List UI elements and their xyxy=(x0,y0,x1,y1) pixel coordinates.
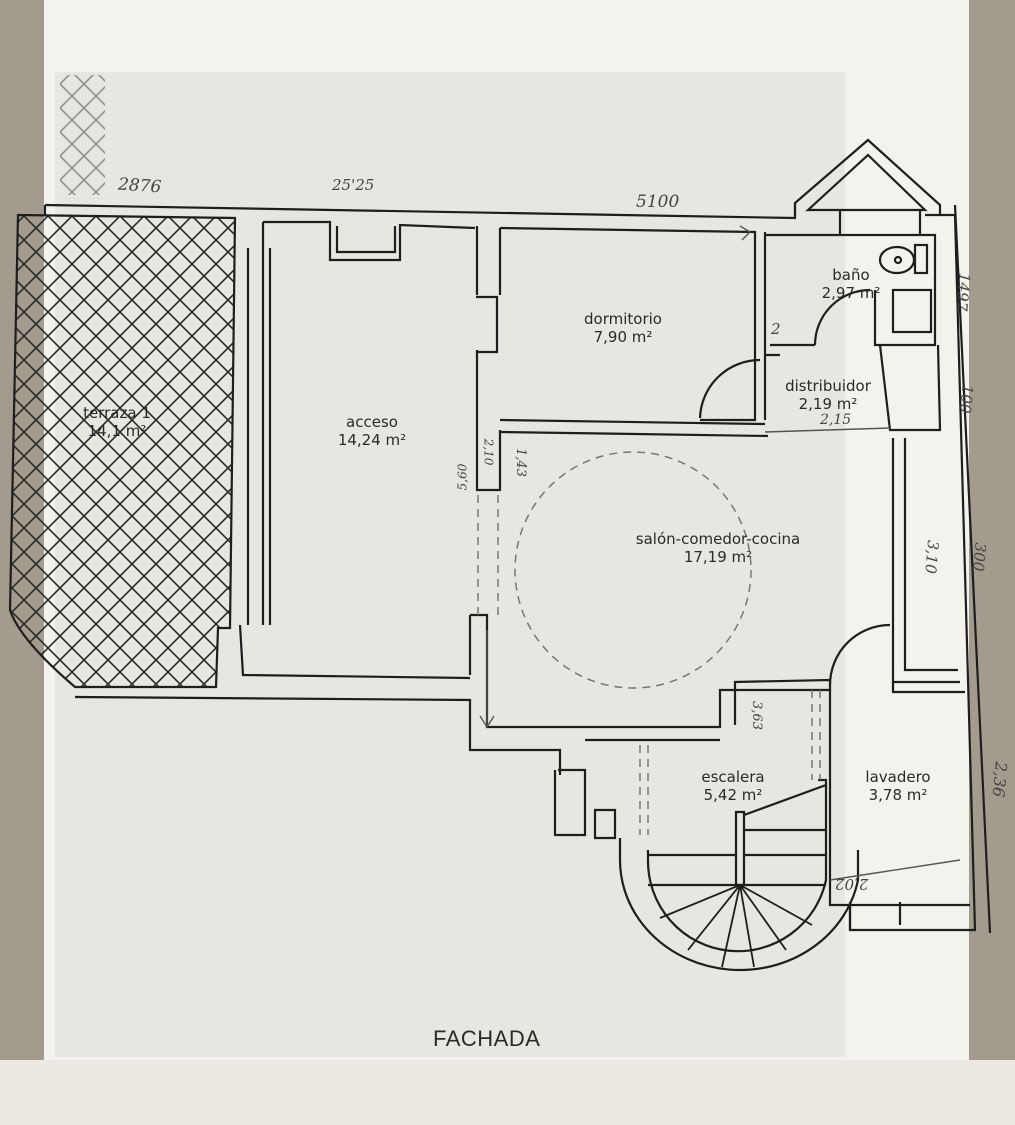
room-area: 14,1 m² xyxy=(87,422,147,440)
room-area: 7,90 m² xyxy=(593,328,653,346)
dimension-note: 2 xyxy=(771,320,781,338)
room-dormitorio: dormitorio 7,90 m² xyxy=(584,310,662,346)
room-name: baño xyxy=(832,266,870,284)
room-area: 14,24 m² xyxy=(337,431,407,449)
room-area: 5,42 m² xyxy=(703,786,763,804)
dimension-note: 1497 xyxy=(952,272,974,312)
dimension-note: 5100 xyxy=(636,192,680,212)
dimension-note: 25'25 xyxy=(332,176,375,194)
dimension-note: 2876 xyxy=(117,174,162,198)
dimension-note: 2,02 xyxy=(835,875,869,893)
room-acceso: acceso 14,24 m² xyxy=(338,413,406,449)
room-area: 2,97 m² xyxy=(821,284,881,302)
room-escalera: escalera 5,42 m² xyxy=(701,768,764,804)
dimension-note: 2,36 xyxy=(988,760,1011,799)
room-name: lavadero xyxy=(865,768,931,786)
dimension-note: 3,63 xyxy=(748,701,764,730)
dimension-note: 2,10 xyxy=(481,438,496,466)
room-name: distribuidor xyxy=(785,377,871,395)
dimension-note: 3,10 xyxy=(921,539,943,575)
room-lavadero: lavadero 3,78 m² xyxy=(865,768,930,804)
dimension-note: 300 xyxy=(969,541,990,573)
room-terraza: terraza 1 14,1 m² xyxy=(83,404,151,440)
room-salon-comedor-cocina: salón-comedor-cocina 17,19 m² xyxy=(636,530,800,566)
dimension-note: 100 xyxy=(956,383,977,415)
room-name: salón-comedor-cocina xyxy=(635,530,801,548)
dimension-note: 5,60 xyxy=(455,463,470,491)
facade-label: FACHADA xyxy=(433,1026,541,1051)
paper-bottom-edge xyxy=(0,1060,1015,1125)
room-name: acceso xyxy=(346,413,398,431)
dimension-note: 1,43 xyxy=(512,448,528,477)
room-area: 3,78 m² xyxy=(868,786,928,804)
room-area: 17,19 m² xyxy=(683,548,753,566)
room-distribuidor: distribuidor 2,19 m² xyxy=(785,377,871,413)
room-name: dormitorio xyxy=(584,310,662,328)
room-name: escalera xyxy=(701,768,765,786)
room-bano: baño 2,97 m² xyxy=(822,266,881,302)
room-area: 2,19 m² xyxy=(798,395,858,413)
dimension-note: 2,15 xyxy=(820,412,852,428)
room-name: terraza 1 xyxy=(83,404,151,422)
